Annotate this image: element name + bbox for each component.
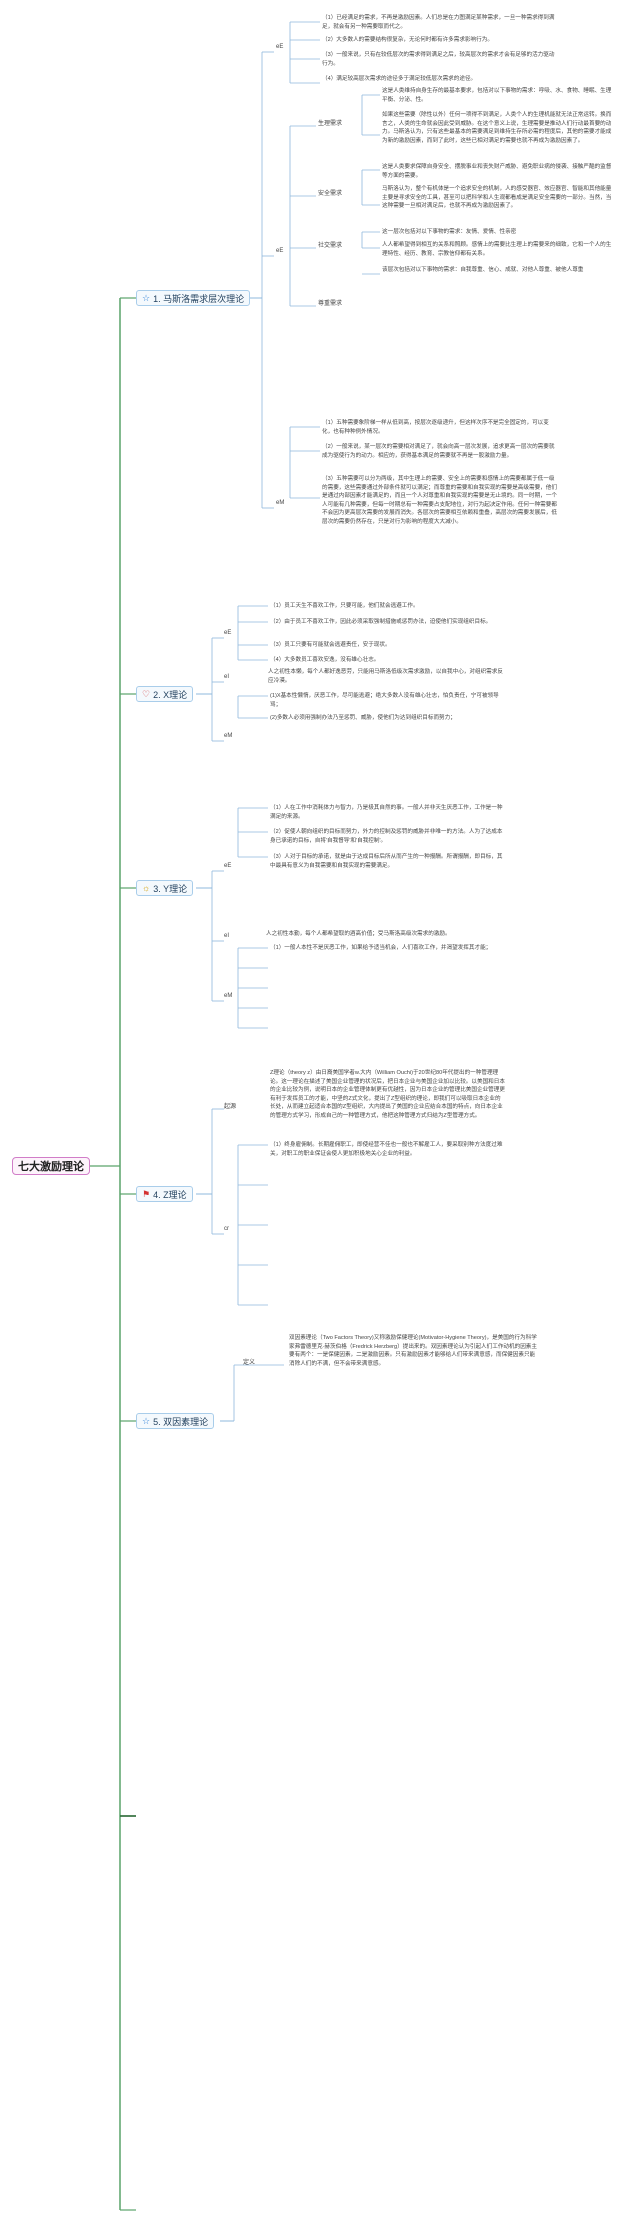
branch-x[interactable]: ♡ 2. X理论 (136, 686, 194, 702)
root-node[interactable]: 七大激励理论 (12, 1157, 90, 1175)
z-cr-item: （1）终身雇佣制。长期雇佣职工，即使经营不佳也一般也不解雇工人，要采取别种方法度… (270, 1142, 503, 1157)
need-text: 人人都希望得到相互的关系和照顾。感情上的需要比生理上的需要来的细致，它和一个人的… (382, 242, 612, 257)
x-e-text: 人之初性本懒，每个人都好逸恶劳，只能用马斯洛低级次需求激励，以自我中心，对组织需… (268, 669, 503, 684)
y-e-label: eI (224, 933, 230, 939)
need-text: 马斯洛认为，整个有机体是一个追求安全的机制，人的感受器官、效应器官、智能和其他能… (382, 186, 612, 209)
branch-maslow-title: 1. 马斯洛需求层次理论 (153, 293, 245, 304)
x-el-item: （1）员工天生不喜欢工作，只要可能，他们就会逃避工作。 (270, 603, 419, 609)
maslow-needs-label: eE (276, 248, 284, 254)
y-e-text: 人之初性本勤，每个人都希望取的酒高价值；受马斯洛高级次需求的激励。 (266, 931, 451, 937)
need-text: 这是人类要求保障自身安全、摆脱事业和丧失财产威胁、避免职业病的侵袭、接触严酷的监… (382, 164, 612, 179)
need-text: 该层次包括对以下事物的需求：自我尊重、信心、成就、对他人尊重、被他人尊重 (382, 267, 584, 273)
x-el-item: （4）大多数员工喜欢安逸，没有雄心壮志。 (270, 657, 380, 663)
maslow-el-item: （1）已经满足的需求，不再是激励因素。人们总是在力图满足某种需求，一旦一种需求得… (322, 15, 555, 30)
two-factor-def-text: 双因素理论（Two Factors Theory)又称激励保健理论(Motiva… (289, 1335, 537, 1367)
branch-y-title: 3. Y理论 (153, 883, 188, 894)
z-origin-text: Z理论（theory z）由日裔美国学者w.大内（William Ouchi)于… (270, 1070, 505, 1119)
y-el-item: （1）人在工作中消耗体力与智力，乃是极其自然的事。一般人并非天生厌恶工作，工作是… (270, 805, 503, 820)
star-icon: ☆ (142, 292, 151, 303)
branch-y[interactable]: ☼ 3. Y理论 (136, 880, 194, 896)
two-factor-def-label: 定义 (243, 1360, 256, 1366)
y-el-item: （2）促使人朝向组织的目标而努力，外力的控制及惩罚的威胁并非唯一的方法。人为了达… (270, 829, 503, 844)
x-em-item: (2)多数人必须用强制办法乃至惩罚、威胁，使他们为达到组织目标而努力； (270, 715, 456, 721)
z-cr-label: cr (224, 1226, 229, 1232)
branch-z[interactable]: ⚑ 4. Z理论 (136, 1186, 193, 1202)
y-el-label: eE (224, 863, 232, 869)
x-el-item: （2）由于员工不喜欢工作，因此必须采取强制措施或惩罚办法，迫使他们实现组织目标。 (270, 619, 492, 625)
maslow-em-label: eM (276, 500, 285, 506)
maslow-em-item: （1）五种需要象阶梯一样从低到高，按层次逐级递升，但这样次序不是完全固定的，可以… (322, 420, 549, 435)
need-name: 尊重需求 (318, 301, 343, 307)
need-name: 社交需求 (318, 243, 343, 249)
flag-icon: ⚑ (142, 1188, 151, 1199)
need-name: 安全需求 (318, 191, 343, 197)
branch-z-title: 4. Z理论 (153, 1189, 187, 1200)
x-el-item: （3）员工只要有可能就会逃避责任，安于现状。 (270, 642, 391, 648)
y-em-label: eM (224, 993, 233, 999)
x-em-label: eM (224, 733, 233, 739)
star-icon: ☆ (142, 1415, 151, 1426)
maslow-el-item: （2）大多数人的需要结构很复杂，无论何时都有许多需求影响行为。 (322, 37, 493, 43)
branch-two-factor[interactable]: ☆ 5. 双因素理论 (136, 1413, 215, 1429)
maslow-el-label: eE (276, 44, 284, 50)
maslow-em-item: （2）一般来说，某一层次的需要相对满足了，就会向高一层次发展，追求更高一层次的需… (322, 444, 555, 459)
maslow-em-item: （3）五种需要可以分为两级，其中生理上的需要、安全上的需要和感情上的需要都属于低… (322, 476, 557, 525)
need-text: 如果这些需要（除性以外）任何一项得不到满足，人类个人的生理机能就无法正常运转。换… (382, 112, 612, 144)
x-e-label: eI (224, 674, 230, 680)
maslow-el-item: （4）满足较高层次需求的途径多于满足较低层次需求的途径。 (322, 76, 477, 82)
branch-maslow[interactable]: ☆ 1. 马斯洛需求层次理论 (136, 290, 251, 306)
y-em-item: （1）一般人本性不是厌恶工作，如果给予适当机会，人们喜欢工作，并渴望发挥其才能； (270, 945, 492, 951)
z-origin-label: 起源 (224, 1104, 237, 1110)
branch-x-title: 2. X理论 (153, 689, 188, 700)
need-text: 这是人类维持自身生存的最基本要求，包括对以下事物的需求：呼吸、水、食物、睡眠、生… (382, 88, 612, 103)
need-name: 生理需求 (318, 121, 343, 127)
heart-icon: ♡ (142, 688, 151, 699)
x-el-label: eE (224, 630, 232, 636)
lightbulb-icon: ☼ (142, 883, 151, 893)
x-em-item: (1)X基本性懒惰，厌恶工作，尽可能逃避；绝大多数人没有雄心壮志，怕负责任，宁可… (270, 693, 499, 708)
branch-two-factor-title: 5. 双因素理论 (153, 1416, 209, 1427)
maslow-el-item: （3）一般来说，只有在较低层次的需求得到满足之后，较高层次的需求才会有足够的活力… (322, 52, 555, 67)
y-el-item: （3）人对于目标的承诺，就是由于达成目标后所从而产生的一种报酬。所谓报酬，即目标… (270, 854, 503, 869)
need-text: 这一层次包括对以下事物的需求：友情、爱情、性亲密 (382, 229, 517, 235)
